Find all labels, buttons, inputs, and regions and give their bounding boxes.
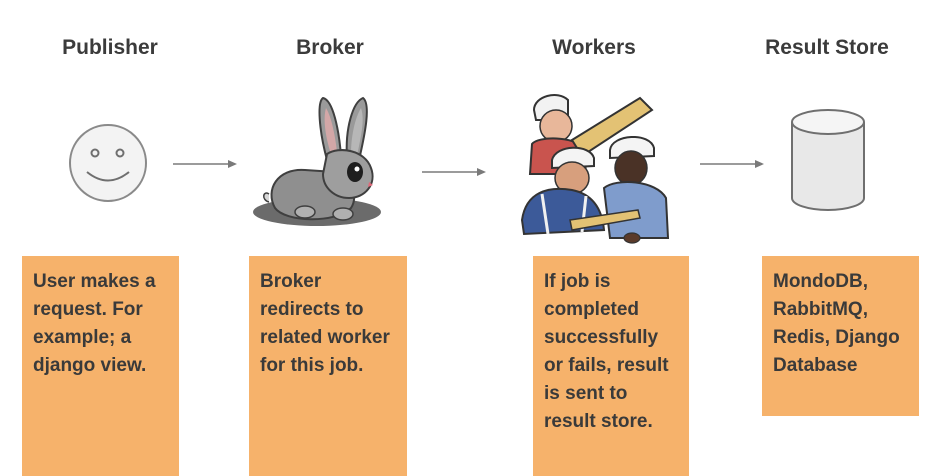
- smiley-face-icon: [66, 121, 150, 205]
- result-store-note-text: MondoDB, RabbitMQ, Redis, Django Databas…: [773, 271, 900, 376]
- rabbit-icon: [247, 90, 387, 232]
- publisher-title: Publisher: [62, 36, 158, 59]
- broker-note-text: Broker redirects to related worker for t…: [260, 271, 390, 376]
- result-store-title: Result Store: [765, 36, 889, 59]
- publisher-note-text: User makes a request. For example; a dja…: [33, 271, 156, 376]
- arrow-workers-to-result-store: [700, 157, 764, 169]
- workers-note-text: If job is completed successfully or fail…: [544, 271, 669, 432]
- arrow-broker-to-workers: [422, 165, 486, 177]
- workers-title: Workers: [552, 36, 636, 59]
- database-cylinder-icon: [788, 108, 868, 212]
- broker-note: Broker redirects to related worker for t…: [249, 256, 407, 476]
- arrow-publisher-to-broker: [173, 157, 237, 169]
- publisher-note: User makes a request. For example; a dja…: [22, 256, 179, 476]
- result-store-note: MondoDB, RabbitMQ, Redis, Django Databas…: [762, 256, 919, 416]
- construction-workers-icon: [512, 70, 676, 246]
- broker-title: Broker: [296, 36, 364, 59]
- workers-note: If job is completed successfully or fail…: [533, 256, 689, 476]
